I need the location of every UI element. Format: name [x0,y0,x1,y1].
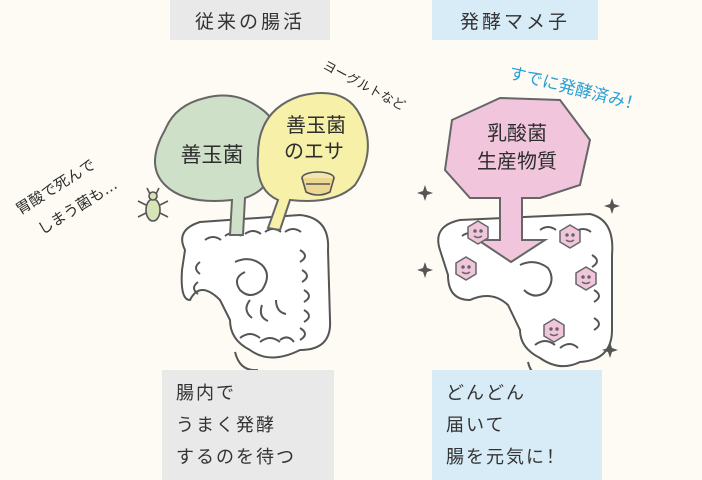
smiley-bacteria-icon [455,256,477,281]
smiley-bacteria-icon [575,266,597,291]
cloud-bacteria-food [256,92,369,232]
left-bottom-note: 腸内で うまく発酵 するのを待つ [162,370,334,480]
lactic-acid-polygon [443,96,592,264]
smiley-bacteria-icon [467,220,489,245]
cloud1-label: 善玉菌 [181,143,244,167]
cloud2-label-line1: 善玉菌 [286,113,346,137]
smiley-bacteria-icon [543,318,565,343]
smiley-bacteria-group [455,220,597,343]
left-intestine [180,213,332,372]
left-header: 従来の腸活 [170,0,330,40]
smiley-bacteria-icon [559,224,581,249]
right-intestine [437,212,614,378]
sparkle-icon [417,185,620,358]
bug-icon [137,187,169,222]
yogurt-cup-icon [301,171,335,196]
polygon-label-line2: 生産物質 [477,149,557,173]
right-header: 発酵マメ子 [432,0,598,40]
right-bottom-note: どんどん 届いて 腸を元気に！ [432,370,602,480]
cloud2-label-line2: のエサ [284,139,344,163]
polygon-label-line1: 乳酸菌 [487,121,547,145]
